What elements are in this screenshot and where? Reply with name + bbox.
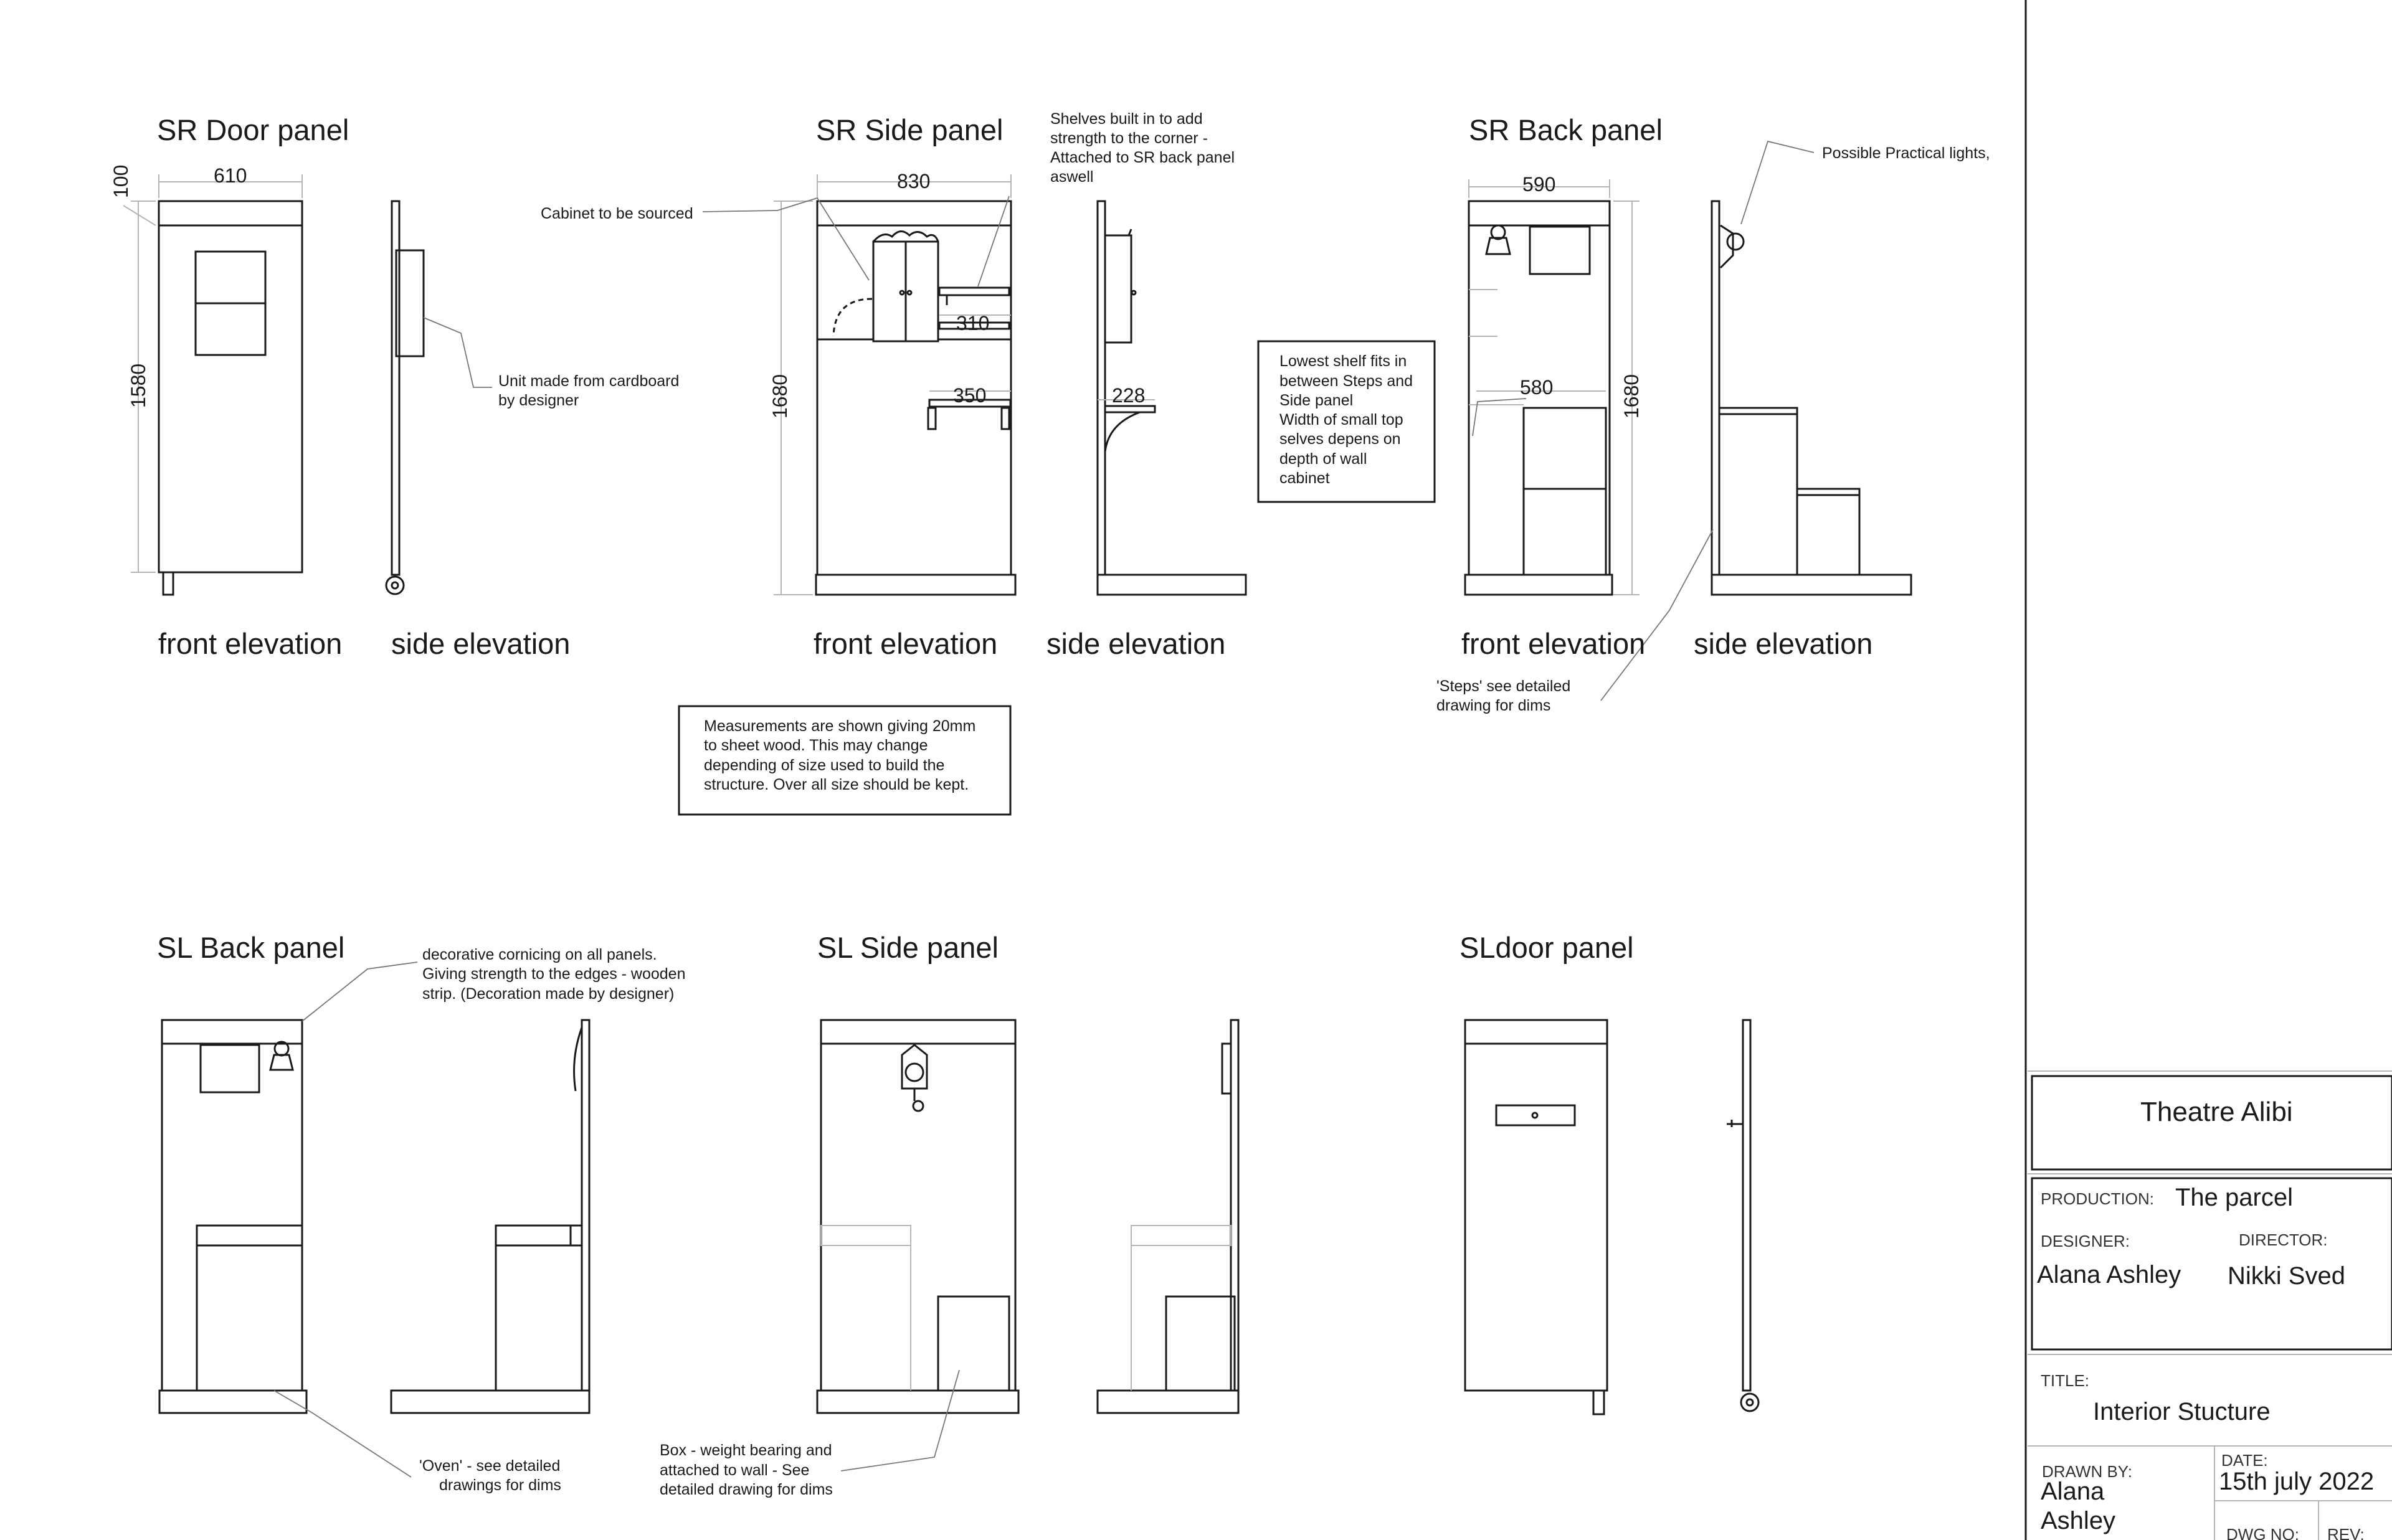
note-measurements-4: structure. Over all size should be kept. bbox=[704, 776, 969, 793]
drawn-by-line-1: Alana bbox=[2041, 1478, 2105, 1505]
sr-side-front-elevation: 830 1680 310 350 bbox=[702, 170, 1017, 596]
note-cabinet: Cabinet to be sourced bbox=[541, 205, 693, 222]
director-label: DIRECTOR: bbox=[2239, 1231, 2328, 1249]
sr-door-side-label: side elevation bbox=[391, 627, 570, 660]
sr-side-panel: SR Side panel 830 bbox=[541, 110, 1247, 660]
measurements-note-box: Measurements are shown giving 20mm to sh… bbox=[678, 705, 1012, 816]
note-steps-1: 'Steps' see detailed bbox=[1436, 678, 1570, 695]
director-value: Nikki Sved bbox=[2228, 1262, 2345, 1290]
note-measurements-3: depending of size used to build the bbox=[704, 757, 944, 774]
sr-back-panel: SR Back panel 590 580 1680 bbox=[1436, 113, 1990, 714]
sr-back-panel-title: SR Back panel bbox=[1469, 113, 1663, 146]
sr-side-shelf-mid-dim: 350 bbox=[953, 384, 986, 407]
sr-back-side-elevation bbox=[1600, 140, 1912, 701]
note-shelves-2: strength to the corner - bbox=[1050, 130, 1208, 147]
note-unit-cardboard-2: by designer bbox=[498, 392, 579, 409]
sl-side-panel: SL Side panel Box - weight bearing and a… bbox=[660, 931, 1240, 1498]
company-name: Theatre Alibi bbox=[2140, 1097, 2293, 1127]
sl-door-panel: SLdoor panel bbox=[1459, 931, 1760, 1415]
sr-door-front-label: front elevation bbox=[158, 627, 342, 660]
sl-back-front-elevation bbox=[158, 961, 418, 1478]
sr-back-inner-width-dim: 580 bbox=[1520, 376, 1553, 399]
sr-back-front-elevation: 590 580 1680 bbox=[1464, 173, 1643, 596]
note-box-3: detailed drawing for dims bbox=[660, 1481, 833, 1498]
designer-label: DESIGNER: bbox=[2041, 1232, 2130, 1250]
sl-back-side-elevation bbox=[390, 1019, 591, 1414]
sr-side-shelf-depth-dim: 228 bbox=[1112, 384, 1145, 407]
sr-door-height-dim: 1580 bbox=[127, 364, 150, 408]
drawn-by-line-2: Ashley bbox=[2041, 1507, 2115, 1534]
sr-back-side-label: side elevation bbox=[1694, 627, 1872, 660]
sr-door-panel-title: SR Door panel bbox=[157, 113, 349, 146]
dwg-no-label: DWG NO: bbox=[2226, 1525, 2299, 1540]
sr-door-front-elevation: 610 1580 100 bbox=[110, 164, 303, 596]
sl-side-side-elevation bbox=[1096, 1019, 1240, 1414]
note-shelves-1: Shelves built in to add bbox=[1050, 110, 1203, 128]
sl-back-panel-title: SL Back panel bbox=[157, 931, 344, 964]
note-cornicing-1: decorative cornicing on all panels. bbox=[422, 946, 657, 963]
rev-label: REV: bbox=[2327, 1525, 2365, 1540]
note-box-2: attached to wall - See bbox=[660, 1462, 809, 1479]
title-label: TITLE: bbox=[2041, 1371, 2089, 1390]
sl-side-front-elevation bbox=[816, 1019, 1020, 1472]
date-label: DATE: bbox=[2221, 1451, 2268, 1470]
sr-back-width-dim: 590 bbox=[1522, 173, 1555, 196]
note-lowest-shelf-5: selves depens on bbox=[1279, 430, 1401, 448]
note-unit-cardboard-1: Unit made from cardboard bbox=[498, 372, 679, 390]
sl-side-panel-title: SL Side panel bbox=[817, 931, 999, 964]
sl-door-front-elevation bbox=[1464, 1019, 1608, 1415]
sr-side-shelf-top-dim: 310 bbox=[956, 312, 989, 334]
sl-door-panel-title: SLdoor panel bbox=[1459, 931, 1634, 964]
sl-back-panel: SL Back panel decorative cornicing on al… bbox=[157, 931, 686, 1494]
note-lowest-shelf-3: Side panel bbox=[1279, 392, 1353, 409]
note-lowest-shelf-7: cabinet bbox=[1279, 470, 1330, 487]
sr-side-width-dim: 830 bbox=[897, 170, 930, 192]
date-value: 15th july 2022 bbox=[2219, 1468, 2374, 1495]
note-cornicing-2: Giving strength to the edges - wooden bbox=[422, 965, 686, 983]
note-lowest-shelf-1: Lowest shelf fits in bbox=[1279, 352, 1407, 370]
drawing-title: Interior Stucture bbox=[2093, 1398, 2271, 1425]
sr-door-width-dim: 610 bbox=[214, 164, 247, 187]
sr-door-panel: SR Door panel 610 1580 100 bbox=[110, 113, 679, 660]
note-lowest-shelf-6: depth of wall bbox=[1279, 450, 1367, 468]
lowest-shelf-note-box: Lowest shelf fits in between Steps and S… bbox=[1257, 340, 1436, 503]
sr-door-top-dim: 100 bbox=[110, 165, 132, 198]
note-measurements-2: to sheet wood. This may change bbox=[704, 737, 928, 754]
note-shelves-4: aswell bbox=[1050, 168, 1093, 186]
production-value: The parcel bbox=[2175, 1184, 2293, 1211]
note-oven-2: drawings for dims bbox=[439, 1476, 561, 1494]
sr-side-height-dim: 1680 bbox=[769, 374, 791, 418]
sr-side-front-label: front elevation bbox=[814, 627, 997, 660]
designer-value: Alana Ashley bbox=[2037, 1261, 2181, 1288]
sr-back-height-dim: 1680 bbox=[1620, 374, 1643, 418]
drawn-by-label: DRAWN BY: bbox=[2042, 1462, 2132, 1481]
sl-door-side-elevation bbox=[1727, 1019, 1760, 1412]
sr-door-side-elevation bbox=[385, 200, 492, 595]
note-cornicing-3: strip. (Decoration made by designer) bbox=[422, 985, 674, 1003]
note-shelves-3: Attached to SR back panel bbox=[1050, 149, 1235, 166]
note-lowest-shelf-2: between Steps and bbox=[1279, 372, 1413, 390]
sr-back-front-label: front elevation bbox=[1461, 627, 1645, 660]
sr-side-panel-title: SR Side panel bbox=[816, 113, 1003, 146]
note-oven-1: 'Oven' - see detailed bbox=[419, 1457, 560, 1475]
note-measurements-1: Measurements are shown giving 20mm bbox=[704, 717, 975, 735]
production-label: PRODUCTION: bbox=[2041, 1189, 2154, 1208]
note-practical-lights: Possible Practical lights, bbox=[1822, 144, 1990, 162]
sr-side-side-label: side elevation bbox=[1046, 627, 1225, 660]
note-lowest-shelf-4: Width of small top bbox=[1279, 411, 1403, 428]
sr-side-side-elevation: 228 bbox=[1096, 200, 1247, 596]
title-block: Theatre Alibi PRODUCTION: The parcel DES… bbox=[2024, 0, 2392, 1540]
note-steps-2: drawing for dims bbox=[1436, 697, 1550, 714]
note-box-1: Box - weight bearing and bbox=[660, 1442, 832, 1459]
